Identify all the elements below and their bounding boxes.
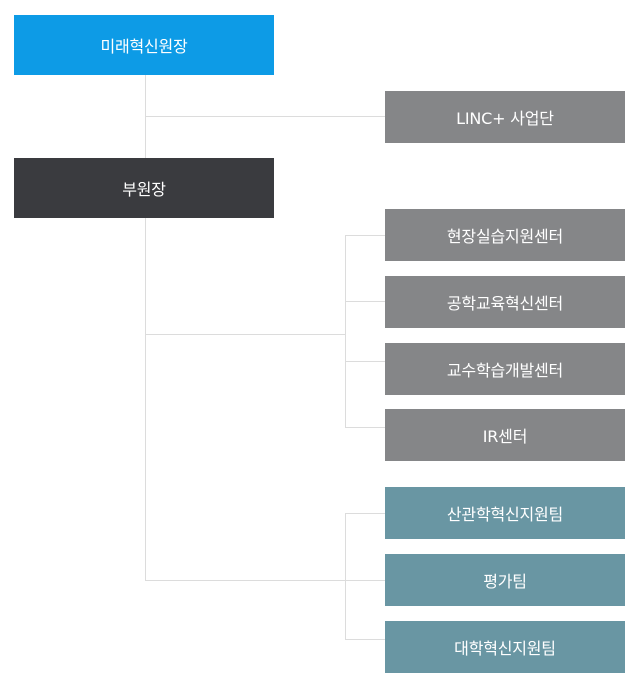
team-box-university-innovation: 대학혁신지원팀 (385, 621, 625, 673)
connector-to-linc (145, 116, 385, 117)
center-box-engineering-education: 공학교육혁신센터 (385, 276, 625, 328)
connector-center-1 (345, 235, 385, 236)
connector-vice-trunk (145, 218, 146, 580)
connector-centers-bracket (345, 235, 346, 428)
vice-director-box: 부원장 (14, 158, 274, 218)
connector-to-centers-group (145, 334, 345, 335)
director-box: 미래혁신원장 (14, 15, 274, 75)
center-box-teaching-learning: 교수학습개발센터 (385, 343, 625, 395)
team-box-industry-academia: 산관학혁신지원팀 (385, 487, 625, 539)
connector-team-1 (345, 513, 385, 514)
connector-team-3 (345, 639, 385, 640)
center-box-ir: IR센터 (385, 409, 625, 461)
connector-center-4 (345, 427, 385, 428)
connector-to-teams-group (145, 580, 385, 581)
center-box-field-practice: 현장실습지원센터 (385, 209, 625, 261)
linc-plus-unit-box: LINC+ 사업단 (385, 91, 625, 143)
connector-center-2 (345, 301, 385, 302)
connector-center-3 (345, 361, 385, 362)
team-box-evaluation: 평가팀 (385, 554, 625, 606)
connector-teams-bracket (345, 513, 346, 639)
